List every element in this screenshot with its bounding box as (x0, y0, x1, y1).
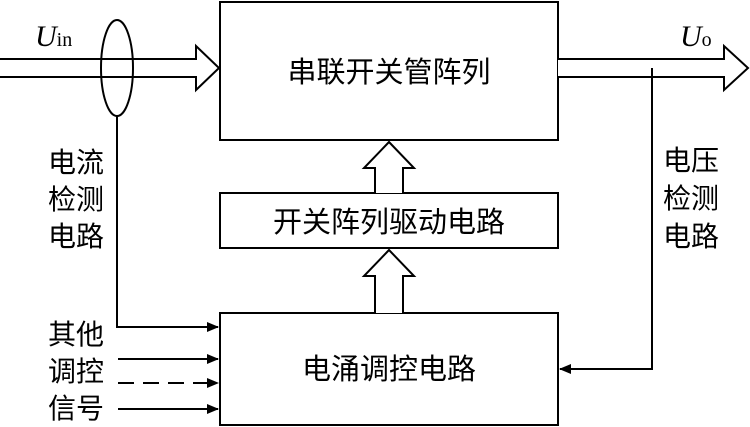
svg-text:电压: 电压 (663, 144, 719, 177)
output-signal-label: Uo (680, 20, 712, 53)
hollow-arrow-control-to-driver (361, 248, 417, 313)
svg-text:其他: 其他 (48, 318, 104, 351)
switch-array-label: 串联开关管阵列 (287, 55, 490, 89)
svg-text:电流: 电流 (48, 146, 104, 179)
svg-text:电路: 电路 (48, 220, 104, 253)
input-signal-label: Uin (35, 20, 72, 53)
driver-label: 开关阵列驱动电路 (273, 205, 505, 239)
input-hollow-arrow (0, 43, 221, 93)
svg-text:信号: 信号 (48, 392, 104, 425)
svg-text:调控: 调控 (48, 355, 104, 388)
current-detect-label: 电流 检测 电路 (48, 146, 104, 253)
current-detect-line (116, 116, 219, 332)
svg-text:电路: 电路 (663, 220, 719, 253)
hollow-arrow-driver-to-array (361, 140, 417, 193)
other-signals-label: 其他 调控 信号 (48, 318, 104, 425)
voltage-detect-line (559, 68, 653, 374)
svg-text:检测: 检测 (48, 183, 104, 216)
svg-text:检测: 检测 (663, 182, 719, 215)
surge-control-label: 电涌调控电路 (302, 352, 476, 386)
voltage-detect-label: 电压 检测 电路 (663, 144, 719, 253)
